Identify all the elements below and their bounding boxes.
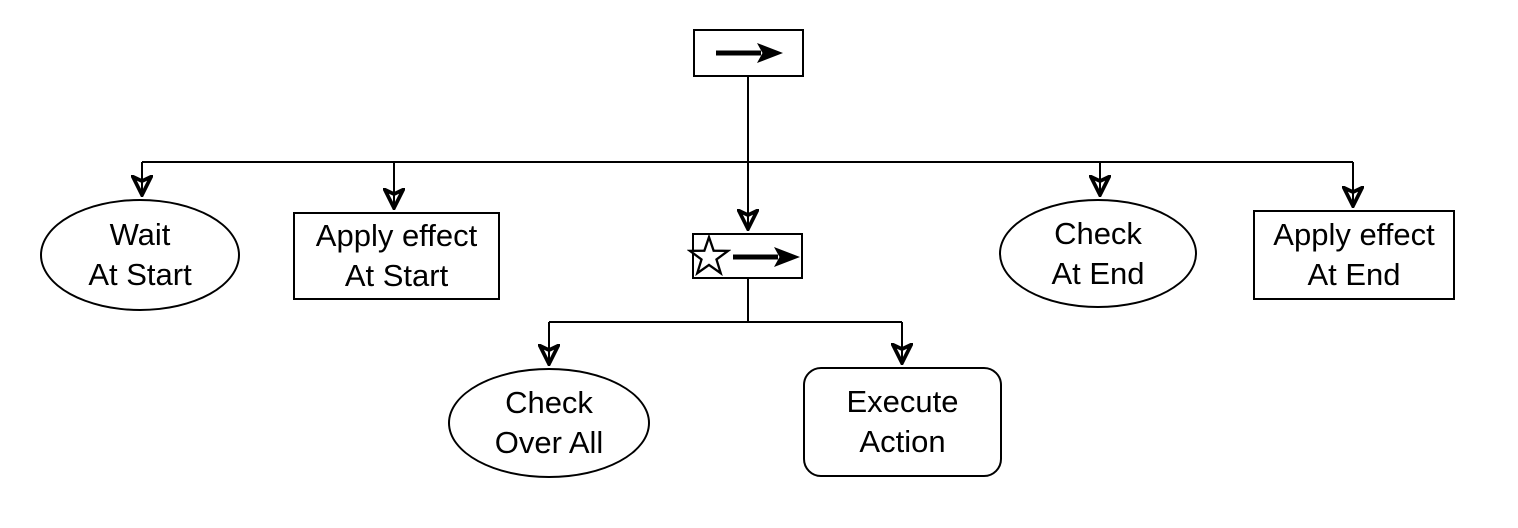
node-label-line1: Apply effect xyxy=(1273,217,1435,252)
node-label-line1: Check xyxy=(505,385,593,420)
node-label-line1: Apply effect xyxy=(315,218,478,253)
node-sequence xyxy=(687,233,803,279)
node-check-over-all: Check Over All xyxy=(448,368,650,478)
node-check-at-end: Check At End xyxy=(999,199,1197,308)
node-execute-action: Execute Action xyxy=(803,367,1002,477)
star-icon xyxy=(687,235,731,277)
node-label-line2: At End xyxy=(1307,257,1401,292)
node-label-line2: At Start xyxy=(344,258,449,293)
node-wait-at-start: Wait At Start xyxy=(40,199,240,311)
node-label-line1: Wait xyxy=(109,217,171,252)
node-root xyxy=(693,29,804,77)
node-label-line1: Check xyxy=(1054,215,1142,251)
node-apply-effect-at-end: Apply effect At End xyxy=(1253,210,1455,300)
right-arrow-icon xyxy=(715,43,783,63)
node-apply-effect-at-start: Apply effect At Start xyxy=(293,212,500,300)
node-label-line2: At End xyxy=(1051,255,1145,291)
right-arrow-icon xyxy=(733,247,800,267)
node-label-line2: At Start xyxy=(88,257,192,292)
node-label-line2: Over All xyxy=(494,425,604,460)
node-label-line2: Action xyxy=(859,424,946,459)
node-label-line1: Execute xyxy=(846,384,959,419)
